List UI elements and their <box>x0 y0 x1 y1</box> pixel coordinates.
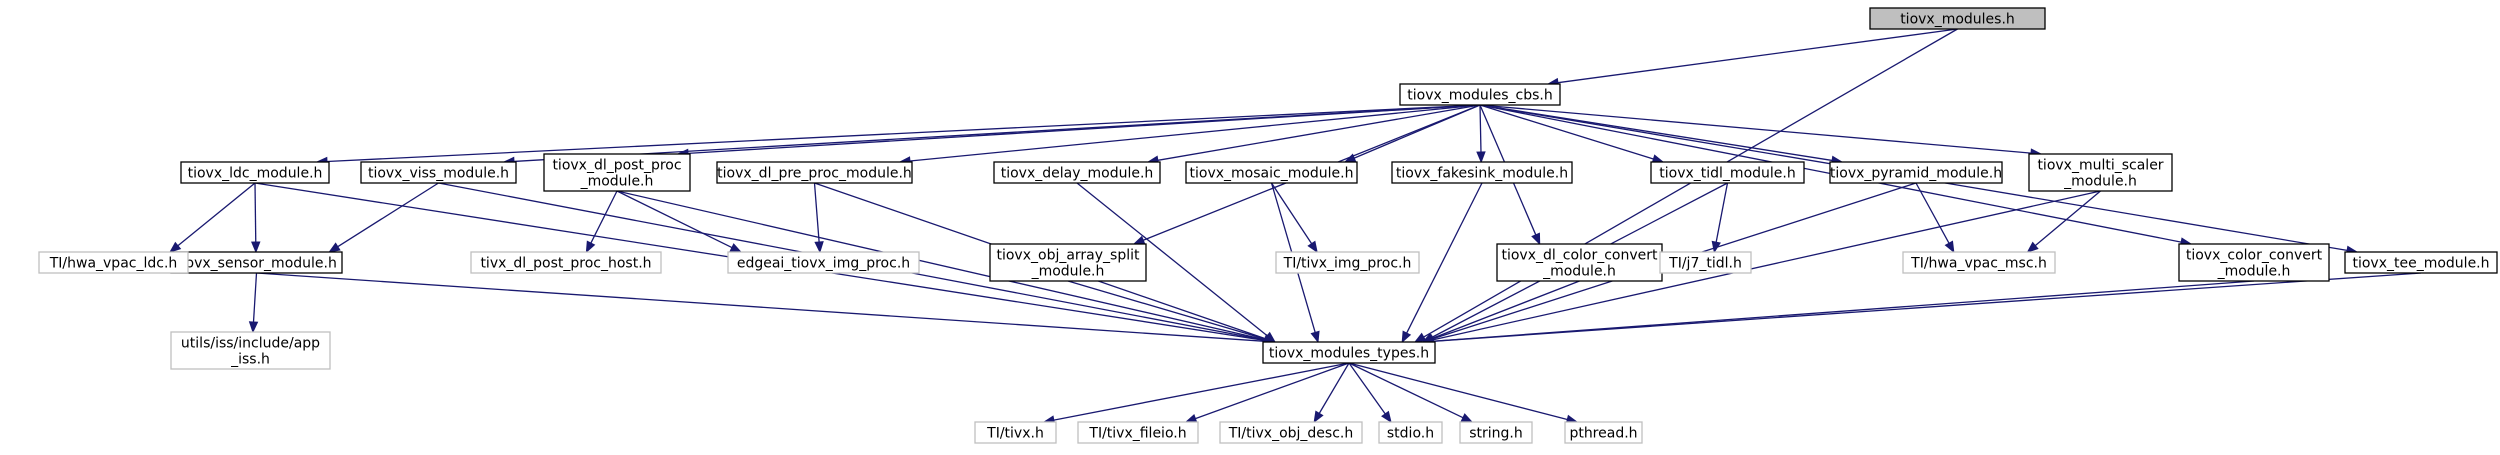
edge-dlpost-to-types <box>616 190 1277 345</box>
node-fileio: TI/tivx_fileio.h <box>1077 421 1199 444</box>
node-tivx: TI/tivx.h <box>974 421 1057 444</box>
edge-viss-to-sensor <box>328 182 439 253</box>
node-label: TI/hwa_vpac_ldc.h <box>49 256 178 272</box>
edge-dlpre-to-edgeai <box>813 182 824 254</box>
node-label: tiovx_ldc_module.h <box>188 166 323 182</box>
node-label: tiovx_mosaic_module.h <box>1190 166 1354 182</box>
node-label: tiovx_multi_scaler <box>2037 158 2163 174</box>
edge-types-to-tivx <box>1042 362 1350 425</box>
edge-types-to-objdesc <box>1313 362 1350 424</box>
node-layer: tiovx_modules.h tiovx_modules_cbs.h tiovx_… <box>38 7 2498 444</box>
node-label: tiovx_modules_cbs.h <box>1407 88 1552 104</box>
node-label: _module.h <box>580 174 654 190</box>
edge-pyramid-to-hwamsc <box>1915 182 1955 254</box>
node-types[interactable]: tiovx_modules_types.h <box>1262 341 1436 364</box>
node-label: _iss.h <box>230 352 270 368</box>
node-label: tiovx_tee_module.h <box>2352 256 2489 272</box>
node-label: tiovx_modules.h <box>1900 12 2015 28</box>
node-label: stdio.h <box>1387 426 1434 442</box>
node-label: TI/tivx_fileio.h <box>1088 426 1186 442</box>
node-label: tiovx_delay_module.h <box>1001 166 1154 182</box>
node-label: tiovx_dl_post_proc <box>552 158 681 174</box>
edge-mosaic-to-imgproc <box>1270 182 1318 254</box>
node-label: TI/hwa_vpac_msc.h <box>1910 256 2047 272</box>
edge-ldc-to-sensor <box>251 182 261 254</box>
node-string: string.h <box>1459 421 1533 444</box>
edge-cbs-to-delay <box>1146 104 1481 165</box>
node-label: tivx_dl_post_proc_host.h <box>480 256 651 272</box>
node-label: _module.h <box>1542 264 1616 280</box>
node-label: _module.h <box>2063 174 2137 190</box>
node-stdio: stdio.h <box>1378 421 1443 444</box>
edge-objarr-to-types <box>1067 280 1277 344</box>
node-label: tiovx_dl_pre_proc_module.h <box>717 166 912 182</box>
node-imgproc: TI/tivx_img_proc.h <box>1275 251 1420 274</box>
node-label: tiovx_dl_color_convert <box>1501 248 1658 264</box>
node-label: tiovx_sensor_module.h <box>176 256 337 272</box>
node-label: TI/tivx_img_proc.h <box>1283 256 1412 272</box>
edge-sensor-to-types <box>256 272 1277 347</box>
node-pthread: pthread.h <box>1564 421 1643 444</box>
node-label: tiovx_color_convert <box>2186 248 2323 264</box>
edge-msc-to-hwamsc <box>2026 190 2101 253</box>
node-viss[interactable]: tiovx_viss_module.h <box>360 161 517 184</box>
edge-sensor-to-appiss <box>248 272 259 334</box>
node-sensor[interactable]: tiovx_sensor_module.h <box>170 251 343 274</box>
node-edgeai: edgeai_tiovx_img_proc.h <box>727 251 920 274</box>
node-label: TI/tivx.h <box>986 426 1044 442</box>
node-label: tiovx_modules_types.h <box>1269 346 1429 362</box>
edge-cbs-to-tidl <box>1479 104 1665 164</box>
edge-dlpost-to-postproc_host <box>585 190 618 254</box>
edge-types-to-pthread <box>1348 362 1579 424</box>
edge-root-to-types <box>1413 28 1958 343</box>
node-label: _module.h <box>2217 264 2291 280</box>
node-label: pthread.h <box>1569 426 1637 442</box>
node-hwaldc: TI/hwa_vpac_ldc.h <box>38 251 189 274</box>
node-fakesink[interactable]: tiovx_fakesink_module.h <box>1391 161 1573 184</box>
edge-fakesink-to-types <box>1401 182 1483 344</box>
node-colorconv[interactable]: tiovx_color_convert_module.h <box>2178 243 2330 282</box>
node-tee[interactable]: tiovx_tee_module.h <box>2344 251 2498 274</box>
node-label: tiovx_tidl_module.h <box>1659 166 1795 182</box>
edge-root-to-cbs <box>1546 28 1958 88</box>
edge-cbs-to-mosaic <box>1343 104 1481 163</box>
node-tidl[interactable]: tiovx_tidl_module.h <box>1650 161 1805 184</box>
node-j7tidl: TI/j7_tidl.h <box>1659 251 1752 274</box>
node-ldc[interactable]: tiovx_ldc_module.h <box>180 161 330 184</box>
edge-tidl-to-j7tidl <box>1711 182 1729 254</box>
node-label: TI/j7_tidl.h <box>1668 256 1742 272</box>
node-dlcolor[interactable]: tiovx_dl_color_convert_module.h <box>1496 243 1663 282</box>
node-postproc_host: tivx_dl_post_proc_host.h <box>470 251 662 274</box>
node-label: string.h <box>1469 426 1523 442</box>
node-label: utils/iss/include/app <box>181 336 320 352</box>
node-objarr[interactable]: tiovx_obj_array_split_module.h <box>989 243 1147 282</box>
node-label: _module.h <box>1031 264 1105 280</box>
node-appiss: utils/iss/include/app_iss.h <box>170 331 331 370</box>
node-dlpre[interactable]: tiovx_dl_pre_proc_module.h <box>716 161 913 184</box>
edge-cbs-to-dlpost <box>676 104 1481 159</box>
node-dlpost[interactable]: tiovx_dl_post_proc_module.h <box>543 153 691 192</box>
node-label: tiovx_fakesink_module.h <box>1396 166 1568 182</box>
node-delay[interactable]: tiovx_delay_module.h <box>993 161 1161 184</box>
node-root[interactable]: tiovx_modules.h <box>1869 7 2046 30</box>
edge-types-to-string <box>1348 362 1474 423</box>
edge-types-to-fileio <box>1184 362 1350 423</box>
node-label: TI/tivx_obj_desc.h <box>1228 426 1354 442</box>
edge-types-to-stdio <box>1348 362 1392 424</box>
node-msc[interactable]: tiovx_multi_scaler_module.h <box>2028 153 2173 192</box>
node-cbs[interactable]: tiovx_modules_cbs.h <box>1399 83 1561 106</box>
edge-layer <box>169 28 2422 425</box>
node-pyramid[interactable]: tiovx_pyramid_module.h <box>1829 161 2003 184</box>
node-hwamsc: TI/hwa_vpac_msc.h <box>1902 251 2056 274</box>
node-label: edgeai_tiovx_img_proc.h <box>737 256 910 272</box>
node-label: tiovx_pyramid_module.h <box>1830 166 2002 182</box>
edge-ldc-to-hwaldc <box>169 182 256 253</box>
edge-cbs-to-fakesink <box>1476 104 1486 164</box>
node-mosaic[interactable]: tiovx_mosaic_module.h <box>1185 161 1358 184</box>
node-label: tiovx_obj_array_split <box>996 248 1140 264</box>
node-label: tiovx_viss_module.h <box>368 166 509 182</box>
node-objdesc: TI/tivx_obj_desc.h <box>1219 421 1363 444</box>
